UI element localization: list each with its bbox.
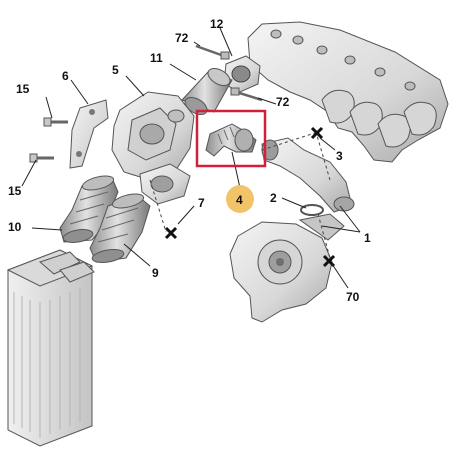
callout-label-10: 10 — [8, 220, 22, 234]
turbocharger — [229, 213, 345, 323]
highlight-badge-part-4 — [226, 185, 254, 213]
callout-label-72-upper: 72 — [175, 31, 189, 45]
throttle-body-part-5 — [111, 91, 195, 181]
intake-manifold — [247, 21, 449, 163]
assembly-dashed-lines — [149, 131, 331, 259]
elbow-under-throttle — [139, 163, 191, 205]
seal-ring-part-2 — [300, 204, 324, 216]
stud-part-15-upper — [43, 117, 68, 127]
stud-part-15-lower — [29, 153, 54, 163]
bracket-part-6 — [69, 99, 109, 169]
cross-marker-part-3 — [310, 126, 324, 140]
callout-label-4: 4 — [236, 193, 243, 207]
intercooler — [6, 249, 95, 447]
bolt-part-72-lower — [230, 87, 263, 102]
callout-label-15-lower: 15 — [8, 184, 22, 198]
callout-label-5: 5 — [112, 63, 119, 77]
callout-label-9: 9 — [152, 266, 159, 280]
callout-label-2: 2 — [270, 191, 277, 205]
callout-label-70: 70 — [346, 290, 360, 304]
callout-label-6: 6 — [62, 69, 69, 83]
callout-label-15-upper: 15 — [16, 82, 30, 96]
callout-label-12: 12 — [210, 17, 224, 31]
callout-label-1: 1 — [364, 231, 371, 245]
highlight-box-part-4 — [195, 109, 267, 168]
bolt-part-72-upper — [195, 44, 230, 60]
hose-part-9 — [89, 193, 151, 264]
callout-label-3: 3 — [336, 149, 343, 163]
leader-lines — [21, 27, 361, 289]
hose-part-4 — [205, 123, 257, 157]
cross-marker-part-7 — [164, 226, 178, 240]
pipe-part-11 — [181, 67, 233, 116]
callout-label-7: 7 — [198, 196, 205, 210]
callout-label-72-lower: 72 — [276, 95, 290, 109]
callout-label-11: 11 — [150, 51, 163, 65]
